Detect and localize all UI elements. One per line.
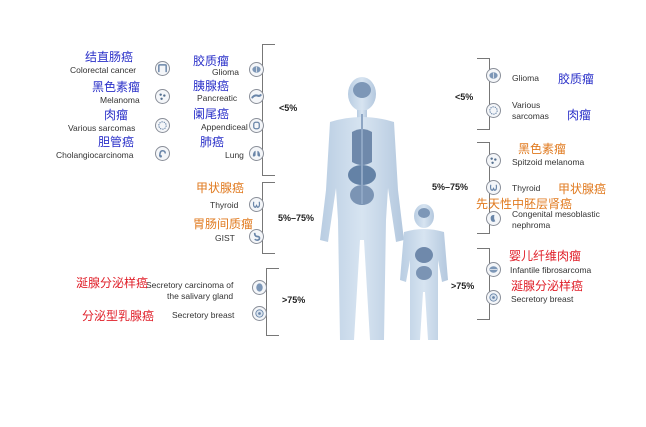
child-secretory-zh: 涎腺分泌样癌 xyxy=(511,279,584,293)
nephroma-en-line1: Congenital mesoblastic xyxy=(512,209,600,219)
thyroid-icon xyxy=(249,197,264,212)
child-figure xyxy=(400,204,448,340)
child-gt75-percent: >75% xyxy=(451,281,475,291)
spitzoid-en: Spitzoid melanoma xyxy=(512,157,585,167)
infantile-fibrosarcoma-zh: 婴儿纤维肉瘤 xyxy=(509,249,582,263)
melanoma-en: Melanoma xyxy=(100,95,140,105)
child-mid-percent: 5%–75% xyxy=(432,182,469,192)
gist-zh: 胃肠间质瘤 xyxy=(193,217,254,231)
thyroid-en: Thyroid xyxy=(210,200,239,210)
glioma-zh: 胶质瘤 xyxy=(193,54,230,68)
child-secretory-en: Secretory breast xyxy=(511,294,574,304)
infantile-fibrosarcoma-en: Infantile fibrosarcoma xyxy=(510,265,592,275)
bile-duct-icon xyxy=(155,146,170,161)
child-lt5-bracket xyxy=(477,58,490,130)
pancreatic-en: Pancreatic xyxy=(197,93,238,103)
child-breast-icon xyxy=(486,290,501,305)
salivary-en-line1: Secretory carcinoma of xyxy=(146,280,234,290)
thyroid-zh: 甲状腺癌 xyxy=(196,181,245,195)
lung-en: Lung xyxy=(225,150,244,160)
child-glioma-en: Glioma xyxy=(512,73,539,83)
stomach-icon xyxy=(249,229,264,244)
bile-duct-en: Cholangiocarcinoma xyxy=(56,150,134,160)
colon-icon xyxy=(155,61,170,76)
child-brain-icon xyxy=(486,68,501,83)
child-lt5-percent: <5% xyxy=(455,92,474,102)
appendiceal-en: Appendiceal xyxy=(201,122,248,132)
lung-zh: 肺癌 xyxy=(200,135,225,149)
nephroma-en-line2: nephroma xyxy=(512,220,551,230)
child-sarcoma-en-line1: Various xyxy=(512,100,541,110)
gist-en: GIST xyxy=(215,233,235,243)
sarcoma-en: Various sarcomas xyxy=(68,123,136,133)
nephroma-zh: 先天性中胚层肾癌 xyxy=(476,197,573,211)
colorectal-zh: 结直肠癌 xyxy=(85,50,134,64)
child-glioma-zh: 胶质瘤 xyxy=(558,72,595,86)
appendix-icon xyxy=(249,118,264,133)
kidney-icon xyxy=(486,211,501,226)
adult-mid-percent: 5%–75% xyxy=(278,213,315,223)
secretory-breast-en: Secretory breast xyxy=(172,310,235,320)
pancreas-icon xyxy=(249,89,264,104)
adult-figure xyxy=(320,77,404,340)
adult-lt5-bracket xyxy=(262,44,275,176)
sarcoma-zh: 肉瘤 xyxy=(104,108,129,122)
salivary-zh: 涎腺分泌样癌 xyxy=(76,276,149,290)
adult-gt75-bracket xyxy=(266,268,279,336)
child-sarcoma-icon xyxy=(486,103,501,118)
child-sarcoma-en-line2: sarcomas xyxy=(512,111,549,121)
child-thyroid-icon xyxy=(486,180,501,195)
child-thyroid-en: Thyroid xyxy=(512,183,541,193)
spitzoid-zh: 黑色素瘤 xyxy=(518,142,567,156)
salivary-gland-icon xyxy=(252,280,267,295)
glioma-en: Glioma xyxy=(212,67,239,77)
colorectal-en: Colorectal cancer xyxy=(70,65,137,75)
child-thyroid-zh: 甲状腺癌 xyxy=(558,182,607,196)
child-sarcoma-zh: 肉瘤 xyxy=(567,108,592,122)
child-melanoma-icon xyxy=(486,153,501,168)
adult-gt75-percent: >75% xyxy=(282,295,306,305)
appendiceal-zh: 阑尾癌 xyxy=(193,107,230,121)
adult-mid-bracket xyxy=(262,182,275,254)
brain-icon xyxy=(249,62,264,77)
melanoma-zh: 黑色素瘤 xyxy=(92,80,141,94)
pancreatic-zh: 胰腺癌 xyxy=(193,79,230,93)
human-figures xyxy=(320,77,448,340)
bile-duct-zh: 胆管癌 xyxy=(98,135,135,149)
adult-lt5-percent: <5% xyxy=(279,103,298,113)
breast-icon xyxy=(252,306,267,321)
lung-icon xyxy=(249,146,264,161)
child-gt75-bracket xyxy=(477,248,490,320)
fibrosarcoma-icon xyxy=(486,262,501,277)
secretory-breast-zh: 分泌型乳腺癌 xyxy=(82,309,155,323)
salivary-en-line2: the salivary gland xyxy=(167,291,234,301)
melanoma-icon xyxy=(155,89,170,104)
sarcoma-icon xyxy=(155,118,170,133)
